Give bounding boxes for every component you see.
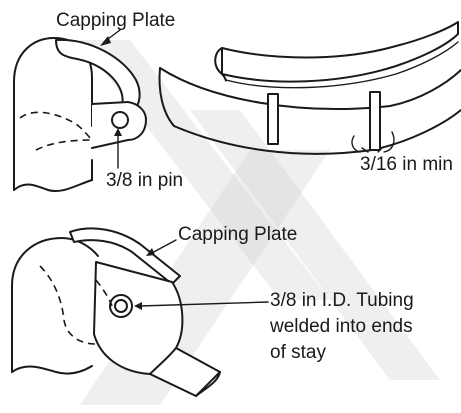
pin-circle [111,111,129,129]
bottom-tube-assembly [11,227,221,397]
capping-plate-label-bottom: Capping Plate [178,224,297,245]
top-right-stay-assembly [158,21,461,155]
tubing-label-line3: of stay [270,342,326,363]
clearance-label: 3/16 in min [360,154,453,175]
leader-lines [100,29,269,310]
pin-label: 3/8 in pin [106,170,183,191]
tubing-outer-circle [109,294,133,318]
tubing-label-line2: welded into ends [269,316,413,337]
tubing-inner-circle [114,299,128,313]
top-left-tube-assembly [13,37,147,192]
capping-plate-label-top: Capping Plate [56,10,175,31]
tubing-label-line1: 3/8 in I.D. Tubing [270,290,414,311]
